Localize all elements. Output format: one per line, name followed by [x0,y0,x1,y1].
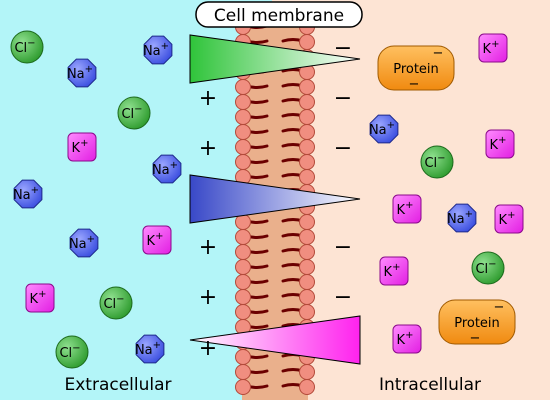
chloride-ion: Cl− [471,251,505,285]
lipid-head [235,229,251,245]
lipid-head [299,34,315,50]
positive-charge: + [199,86,217,111]
sodium-ion: Na+ [143,35,173,65]
potassium-gradient-wedge [189,315,361,365]
chloride-ion: Cl− [99,286,133,320]
negative-charge: − [334,36,352,61]
negative-charge: − [334,86,352,111]
ions: Cl−Na+Na+Cl−K+Na+Na+Na+K+K+Cl−Cl−Na+Prot… [10,30,524,369]
sodium-ion: Na+ [369,114,399,144]
positive-charge: + [199,235,217,260]
lipid-head [299,139,315,155]
lipid-head [299,214,315,230]
potassium-ion: K+ [142,225,172,255]
positive-charge: + [199,285,217,310]
potassium-ion: K+ [25,283,55,313]
protein-anion: Protein− − [438,299,516,346]
potassium-ion: K+ [392,194,422,224]
positive-charge: + [199,136,217,161]
charge-signs: + + + + + − − − − − [199,36,352,361]
protein-charge: − [433,46,444,61]
protein-label: Protein [393,62,439,77]
lipid-head [235,349,251,365]
chloride-ion: Cl− [420,145,454,179]
lipid-head [235,139,251,155]
chloride-ion: Cl− [117,96,151,130]
lipid-head [235,259,251,275]
lipid-head [299,124,315,140]
lipid-head [299,259,315,275]
lipid-head [299,304,315,320]
diagram-title: Cell membrane [214,6,344,26]
cell-membrane [235,19,315,400]
lipid-head [299,154,315,170]
intracellular-label: Intracellular [379,375,481,395]
lipid-head [235,154,251,170]
potassium-ion: K+ [67,132,97,162]
positive-charge: + [199,336,217,361]
chloride-ion: Cl− [55,335,89,369]
lipid-head [235,79,251,95]
potassium-ion: K+ [494,204,524,234]
lipid-head [235,244,251,260]
lipid-head [299,274,315,290]
lipid-head [299,79,315,95]
protein-anion: Protein− − [377,45,455,92]
protein-charge: − [409,77,420,92]
potassium-ion: K+ [478,33,508,63]
extracellular-label: Extracellular [64,375,171,395]
potassium-ion: K+ [392,324,422,354]
negative-charge: − [334,235,352,260]
sodium-ion: Na+ [67,58,97,88]
sodium-ion: Na+ [69,228,99,258]
chloride-ion: Cl− [10,30,44,64]
sodium-gradient-wedge [189,174,361,224]
lipid-head [299,109,315,125]
sodium-ion: Na+ [13,179,43,209]
lipid-head [235,364,251,380]
lipid-head [299,379,315,395]
lipid-head [235,124,251,140]
title-box [195,1,363,28]
lipid-head [235,379,251,395]
lipid-head [299,289,315,305]
chloride-gradient-wedge [189,34,361,84]
protein-charge: − [494,300,505,315]
potassium-ion: K+ [485,129,515,159]
protein-charge: − [470,331,481,346]
sodium-ion: Na+ [135,334,165,364]
negative-charge: − [334,136,352,161]
lipid-head [235,289,251,305]
lipid-head [299,94,315,110]
sodium-ion: Na+ [447,203,477,233]
negative-charge: − [334,285,352,310]
lipid-head [299,244,315,260]
lipid-head [235,304,251,320]
lipid-head [235,274,251,290]
sodium-ion: Na+ [152,154,182,184]
lipid-head [235,109,251,125]
lipid-head [299,169,315,185]
lipid-head [299,229,315,245]
protein-label: Protein [454,316,500,331]
lipid-head [299,364,315,380]
lipid-head [235,94,251,110]
potassium-ion: K+ [379,256,409,286]
